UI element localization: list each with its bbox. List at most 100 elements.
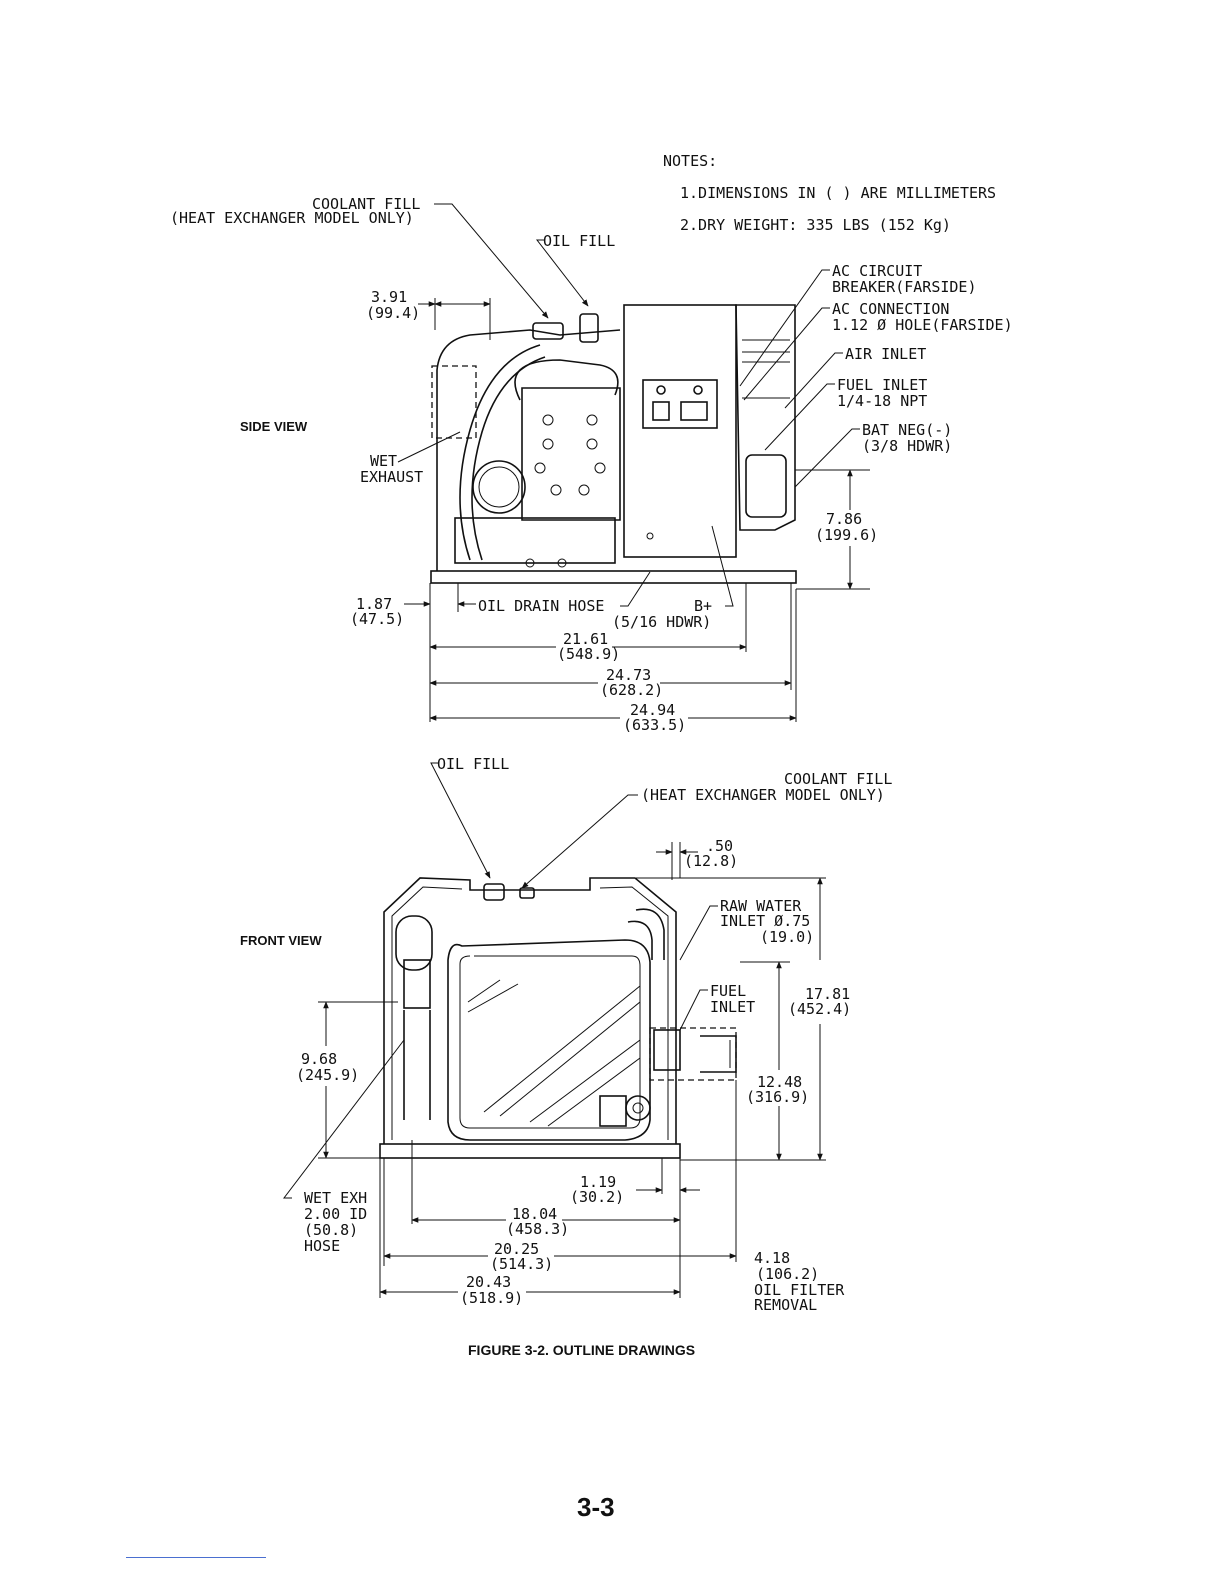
- side-engine-block: [521, 387, 621, 521]
- dim-1804-label: 18.04: [512, 1205, 557, 1223]
- side-coolant-fill-note: (HEAT EXCHANGER MODEL ONLY): [170, 209, 414, 227]
- side-oil-drain-label: OIL DRAIN HOSE: [478, 597, 604, 615]
- front-oil-fill-label: OIL FILL: [437, 755, 509, 773]
- side-fuel-inlet-label: FUEL INLET: [837, 376, 927, 394]
- page-number: 3-3: [577, 1492, 615, 1522]
- front-wet-exh-hose: HOSE: [304, 1237, 340, 1255]
- dim-2043-label: 20.43: [466, 1273, 511, 1291]
- front-raw-water-hose: [635, 908, 665, 960]
- dim-119-label: 1.19: [580, 1173, 616, 1191]
- dim-1248-label: 12.48: [757, 1073, 802, 1091]
- dim-1248-mm-label: (316.9): [746, 1088, 809, 1106]
- side-air-housing: [735, 304, 796, 531]
- dim-2473-mm-label: (628.2): [600, 681, 663, 699]
- side-base-rail: [430, 570, 797, 584]
- front-fuel-inlet-box: [653, 1029, 681, 1071]
- front-fuel-inlet-note: INLET: [710, 998, 755, 1016]
- dim-2494-mm-label: (633.5): [623, 716, 686, 734]
- front-generator-cover: [447, 939, 651, 1141]
- front-pulley: [625, 1095, 651, 1121]
- front-exhaust-elbow: [395, 915, 433, 971]
- side-meter: [680, 401, 708, 421]
- front-wet-exh-mm: (50.8): [304, 1221, 358, 1239]
- dim-050-label: .50: [706, 837, 733, 855]
- dim-418-mm-label: (106.2): [756, 1265, 819, 1283]
- oil-filter-removal-note: REMOVAL: [754, 1296, 817, 1314]
- dim-1781-mm-label: (452.4): [788, 1000, 851, 1018]
- dim-786-label: 7.86: [826, 510, 862, 528]
- side-flywheel: [472, 460, 526, 514]
- side-ac-breaker-note: BREAKER(FARSIDE): [832, 278, 977, 296]
- notes-block: NOTES: 1.DIMENSIONS IN ( ) ARE MILLIMETE…: [663, 152, 996, 234]
- dim-418-label: 4.18: [754, 1249, 790, 1267]
- front-oil-filter: [700, 1035, 737, 1073]
- dim-2025-mm-label: (514.3): [490, 1255, 553, 1273]
- side-indicator: [656, 385, 666, 395]
- side-fuel-inlet-note: 1/4-18 NPT: [837, 392, 927, 410]
- front-pump: [599, 1095, 627, 1127]
- side-bplus-label: B+: [694, 597, 712, 615]
- side-coolant-fill-label: COOLANT FILL: [312, 195, 420, 213]
- figure-caption: FIGURE 3-2. OUTLINE DRAWINGS: [468, 1342, 695, 1358]
- front-base: [379, 1143, 681, 1159]
- front-fuel-inlet-label: FUEL: [710, 982, 746, 1000]
- side-wet-exhaust-note: EXHAUST: [360, 468, 423, 486]
- front-raw-water-inlet: INLET Ø.75: [720, 912, 810, 930]
- front-exhaust-pipe: [403, 959, 431, 1009]
- dim-786-mm-label: (199.6): [815, 526, 878, 544]
- front-raw-water-mm: (19.0): [760, 928, 814, 946]
- oil-filter-removal-label: OIL FILTER: [754, 1281, 845, 1299]
- dim-2473-label: 24.73: [606, 666, 651, 684]
- side-bat-neg-label: BAT NEG(-): [862, 421, 952, 439]
- dim-119-mm-label: (30.2): [570, 1188, 624, 1206]
- front-wet-exh-id: 2.00 ID: [304, 1205, 367, 1223]
- side-lower-frame: [454, 517, 616, 564]
- notes-line-1: 1.DIMENSIONS IN ( ) ARE MILLIMETERS: [680, 184, 996, 202]
- dim-2494-label: 24.94: [630, 701, 675, 719]
- side-indicator-2: [693, 385, 703, 395]
- front-view-label: FRONT VIEW: [240, 933, 322, 948]
- notes-heading: NOTES:: [663, 152, 717, 170]
- dim-1781-label: 17.81: [805, 985, 850, 1003]
- front-view: FRONT VIEW OIL FILL: [240, 755, 892, 1314]
- dim-968-label: 9.68: [301, 1050, 337, 1068]
- front-coolant-fill-note: (HEAT EXCHANGER MODEL ONLY): [641, 786, 885, 804]
- side-engine-outline: [436, 329, 621, 571]
- notes-line-2: 2.DRY WEIGHT: 335 LBS (152 Kg): [680, 216, 951, 234]
- front-housing: [383, 877, 677, 1144]
- dim-2161-label: 21.61: [563, 630, 608, 648]
- side-coolant-cap: [532, 322, 564, 340]
- footer-rule: [126, 1557, 266, 1558]
- dim-050-mm-label: (12.8): [684, 852, 738, 870]
- side-oil-cap: [579, 313, 599, 343]
- dim-391-label: 3.91: [371, 288, 407, 306]
- side-bolt: [646, 532, 654, 540]
- dim-187-label: 1.87: [356, 595, 392, 613]
- dim-968-mm-label: (245.9): [296, 1066, 359, 1084]
- side-switch: [652, 401, 670, 421]
- side-control-box: [623, 304, 737, 558]
- dim-2025-label: 20.25: [494, 1240, 539, 1258]
- side-ac-breaker-label: AC CIRCUIT: [832, 262, 922, 280]
- dim-1804-mm-label: (458.3): [506, 1220, 569, 1238]
- side-heat-exchanger: [431, 365, 477, 439]
- side-bat-neg-note: (3/8 HDWR): [862, 437, 952, 455]
- side-ac-connection-label: AC CONNECTION: [832, 300, 949, 318]
- side-view: SIDE VIEW: [170, 195, 1013, 734]
- side-bplus-note: (5/16 HDWR): [612, 613, 711, 631]
- side-fuel-filter: [745, 454, 787, 518]
- dim-2161-mm-label: (548.9): [557, 645, 620, 663]
- side-ac-connection-note: 1.12 Ø HOLE(FARSIDE): [832, 316, 1013, 334]
- front-raw-water-label: RAW WATER: [720, 897, 802, 915]
- dim-187-mm-label: (47.5): [350, 610, 404, 628]
- front-oil-cap: [483, 883, 505, 901]
- dim-2043-mm-label: (518.9): [460, 1289, 523, 1307]
- front-wet-exh-label: WET EXH: [304, 1189, 367, 1207]
- side-air-inlet-label: AIR INLET: [845, 345, 926, 363]
- side-wet-exhaust-label: WET: [370, 452, 397, 470]
- side-view-label: SIDE VIEW: [240, 419, 308, 434]
- dim-391-mm-label: (99.4): [366, 304, 420, 322]
- front-coolant-fill-label: COOLANT FILL: [784, 770, 892, 788]
- side-hose: [459, 344, 541, 561]
